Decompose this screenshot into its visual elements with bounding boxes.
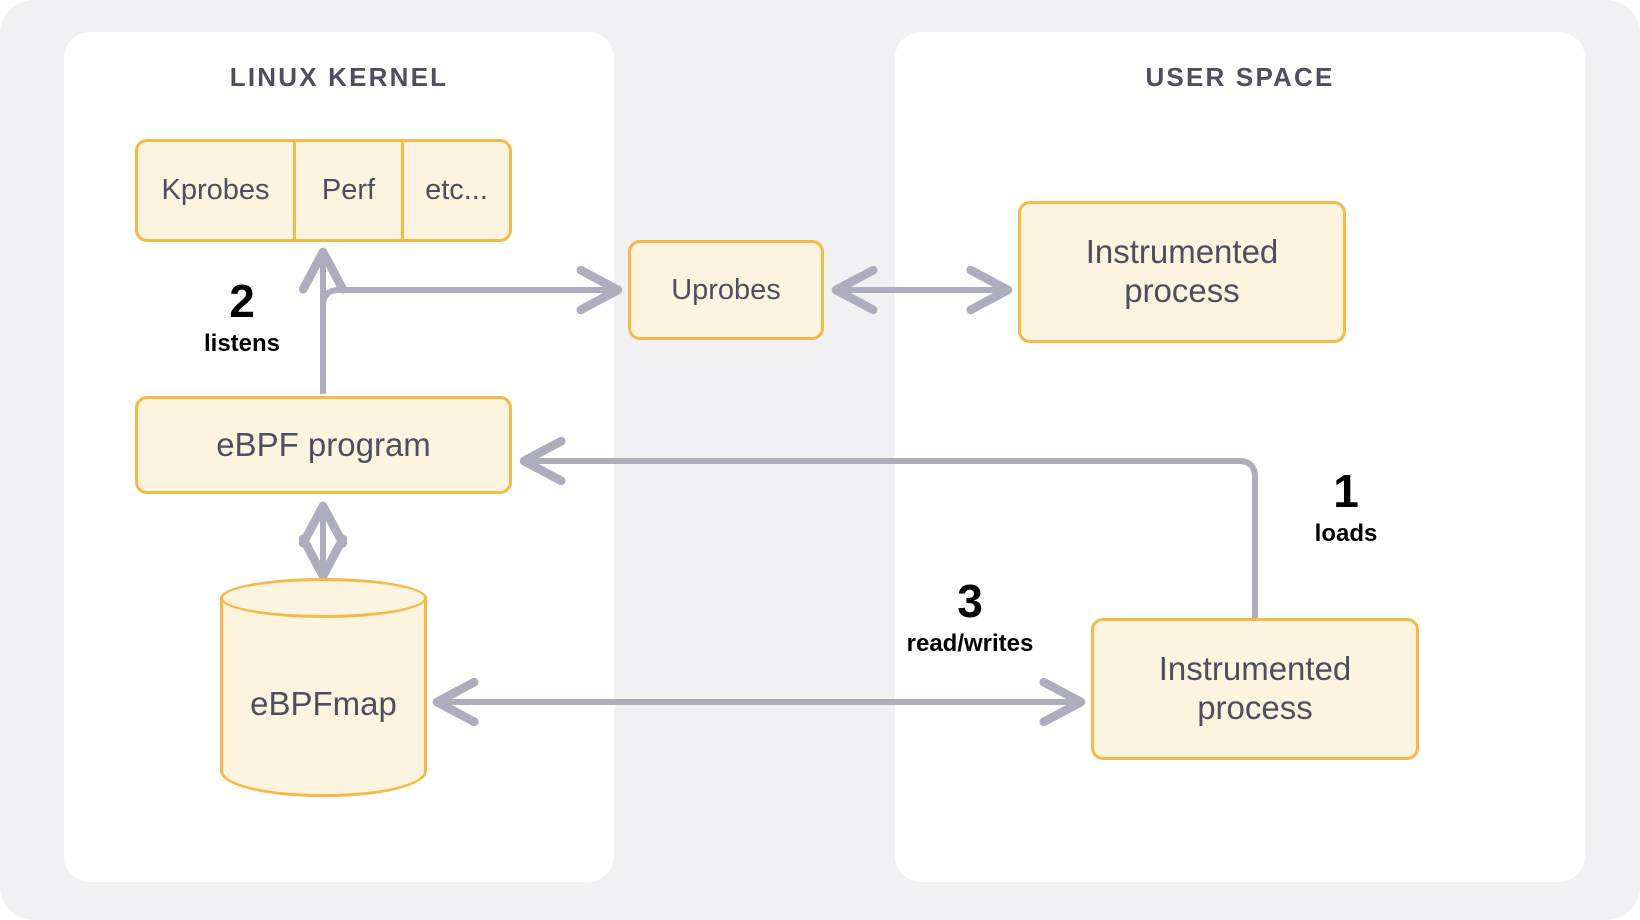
node-ebpf-map-label: eBPF map [220,624,427,784]
panel-title-linux-kernel: LINUX KERNEL [229,62,449,92]
node-ebpf-program[interactable]: eBPF program [135,396,512,494]
probes-cell-kprobes[interactable]: Kprobes [138,142,296,239]
step-label-loads: 1 loads [1290,468,1402,546]
node-ebpf-program-label: eBPF program [216,425,431,463]
instrumented-top-line1: Instrumented [1085,233,1279,271]
instrumented-bottom-line1: Instrumented [1158,650,1352,688]
ebpf-map-line2: map [332,685,397,723]
node-instrumented-process-bottom-label: Instrumented process [1159,650,1352,728]
step-number-1: 1 [1333,465,1359,517]
node-instrumented-process-top[interactable]: Instrumented process [1018,201,1346,343]
step-number-2: 2 [229,275,255,327]
node-uprobes-label: Uprobes [671,273,781,306]
wire-loads-to-ebpf-program [519,436,1258,618]
cylinder-top-icon [220,578,427,618]
step-caption-read-writes: read/writes [906,630,1034,657]
ebpf-map-line1: eBPF [250,685,333,723]
wire-ebpf-to-uprobes [320,265,623,340]
instrumented-top-line2: process [1124,272,1240,309]
node-instrumented-process-top-label: Instrumented process [1086,233,1279,311]
probes-strip: Kprobes Perf etc... [135,139,512,242]
probes-cell-etc[interactable]: etc... [425,174,488,206]
node-uprobes[interactable]: Uprobes [628,240,824,340]
probes-cell-perf[interactable]: Perf [296,142,404,239]
node-instrumented-process-bottom[interactable]: Instrumented process [1091,618,1419,760]
step-caption-loads: loads [1314,520,1378,547]
step-caption-listens: listens [203,330,281,357]
cylinder-body-icon [220,596,427,797]
instrumented-bottom-line2: process [1197,689,1313,726]
step-label-listens: 2 listens [186,278,298,356]
step-label-read-writes: 3 read/writes [880,578,1060,656]
panel-title-user-space: USER SPACE [1145,62,1335,92]
node-ebpf-map[interactable]: eBPF map [220,578,427,797]
step-number-3: 3 [957,575,983,627]
